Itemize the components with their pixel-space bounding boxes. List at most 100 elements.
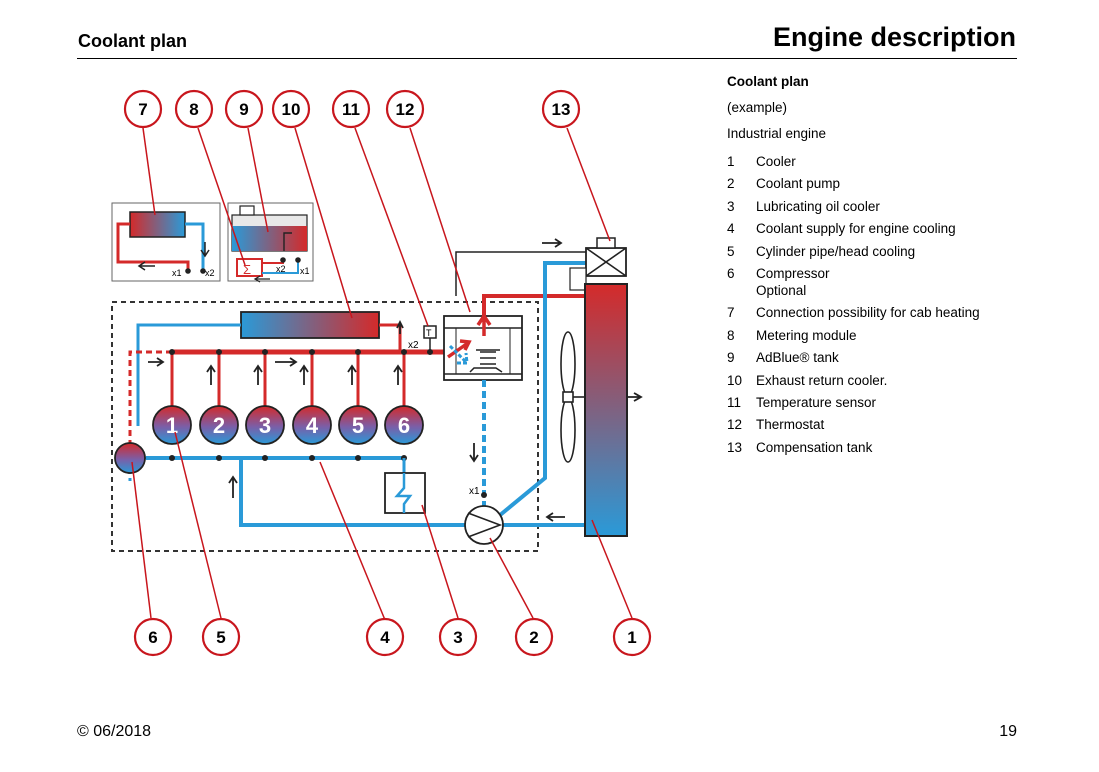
legend-item-number: 2 — [727, 176, 735, 192]
callout: 10 — [271, 89, 311, 129]
callout-number: 9 — [239, 100, 248, 119]
callout: 11 — [331, 89, 371, 129]
legend-title: Coolant plan — [727, 74, 809, 89]
oil-cooler — [384, 472, 426, 514]
legend-item-label: Temperature sensor — [756, 394, 877, 410]
callout: 6 — [133, 617, 173, 657]
legend-item-label: Exhaust return cooler. — [756, 372, 888, 388]
callout: 5 — [201, 617, 241, 657]
cylinder-label: 2 — [213, 413, 225, 438]
flow-arrows — [148, 238, 643, 522]
legend-item-number: 9 — [727, 350, 735, 366]
legend-item-number: 3 — [727, 198, 735, 214]
cylinder: 1 — [152, 405, 192, 445]
legend-item: 13 Compensation tank — [727, 439, 1047, 456]
callout-number: 10 — [282, 100, 301, 119]
hot-nodes — [169, 349, 433, 355]
thermostat — [443, 251, 596, 381]
cylinder-label: 3 — [259, 413, 271, 438]
egr-cooler — [240, 311, 380, 339]
callout: 4 — [365, 617, 405, 657]
svg-text:T: T — [426, 328, 432, 338]
legend-item-label: Coolant pump — [756, 176, 841, 192]
cylinder: 2 — [199, 405, 239, 445]
callout-number: 8 — [189, 100, 198, 119]
legend-item-number: 4 — [727, 221, 735, 237]
legend-item-number: 12 — [727, 417, 743, 433]
legend-item-number: 7 — [727, 305, 735, 321]
svg-text:x1: x1 — [172, 268, 182, 278]
legend-list: 1 Cooler 2 Coolant pump 3 Lubricating oil coo… — [727, 153, 1047, 456]
legend-item-text: AdBlue® tank — [756, 349, 1047, 366]
port-x2-label: x2 — [408, 340, 419, 351]
legend-item-number: 1 — [727, 154, 735, 169]
callout-number: 5 — [216, 628, 225, 647]
legend-item-label: Compensation tank — [756, 439, 873, 455]
cylinder: 4 — [292, 405, 332, 445]
legend-item-label: Compressor — [756, 265, 830, 281]
legend-item-label: Lubricating oil cooler — [756, 198, 880, 214]
legend-item-number: 10 — [727, 372, 743, 388]
copyright: © 06/2018 — [77, 723, 152, 740]
cylinder-label: 4 — [306, 413, 319, 438]
callout-number: 1 — [627, 628, 636, 647]
legend-item: 9 AdBlue® tank — [727, 349, 1047, 366]
thermostat-to-cooler — [482, 294, 590, 316]
legend-item-text: Cylinder pipe/head cooling — [756, 243, 1047, 260]
fan — [560, 331, 585, 463]
callout: 2 — [514, 617, 554, 657]
callout-number: 12 — [396, 100, 415, 119]
legend-item-number: 13 — [727, 439, 743, 455]
callout: 9 — [224, 89, 264, 129]
legend-item: 3 Lubricating oil cooler — [727, 198, 1047, 215]
cylinder: 3 — [245, 405, 285, 445]
cab-heating-inset: x1 x2 — [111, 202, 221, 282]
header-rule — [77, 58, 1017, 59]
hot-risers — [170, 352, 406, 410]
legend-item-text: Exhaust return cooler. — [756, 372, 1047, 389]
egr-cold-line — [136, 323, 241, 426]
legend-item-text: Thermostat — [756, 416, 1047, 433]
legend-item-number: 6 — [727, 265, 735, 281]
coolant-pump — [464, 261, 590, 545]
legend-item: 12 Thermostat — [727, 416, 1047, 433]
legend-item-label: Metering module — [756, 327, 857, 343]
callout: 1 — [612, 617, 652, 657]
page-title: Engine description — [772, 22, 1016, 52]
legend-item-text: Compensation tank — [756, 439, 1047, 456]
page-number: 19 — [999, 723, 1017, 740]
legend-item: 1 Cooler — [727, 153, 1047, 170]
callout-number: 2 — [529, 628, 538, 647]
legend-item: 10 Exhaust return cooler. — [727, 372, 1047, 389]
legend-item-number: 5 — [727, 243, 735, 259]
port-x1-label: x1 — [469, 486, 480, 497]
engine-boundary — [111, 301, 539, 552]
svg-text:x2: x2 — [276, 264, 286, 274]
legend-item: 2 Coolant pump — [727, 175, 1047, 192]
svg-text:Σ: Σ — [243, 262, 251, 277]
callout-number: 3 — [453, 628, 462, 647]
cold-bypass — [239, 458, 465, 527]
legend-item-text: Coolant pump — [756, 175, 1047, 192]
legend-item-label: Cooler — [756, 154, 796, 169]
callout: 12 — [385, 89, 425, 129]
cylinder-label: 6 — [398, 413, 410, 438]
leader-lines — [131, 127, 633, 621]
legend-item-text: Cooler — [756, 153, 1047, 170]
legend-item-label: Thermostat — [756, 417, 825, 433]
legend-item-label: Cylinder pipe/head cooling — [756, 243, 916, 259]
egr-hot-line — [379, 323, 402, 352]
legend-engine-type: Industrial engine — [727, 126, 827, 141]
callout: 8 — [174, 89, 214, 129]
cylinder: 5 — [338, 405, 378, 445]
callout-number: 7 — [138, 100, 147, 119]
hot-dashed — [128, 350, 172, 447]
compensation-tank — [569, 237, 627, 291]
